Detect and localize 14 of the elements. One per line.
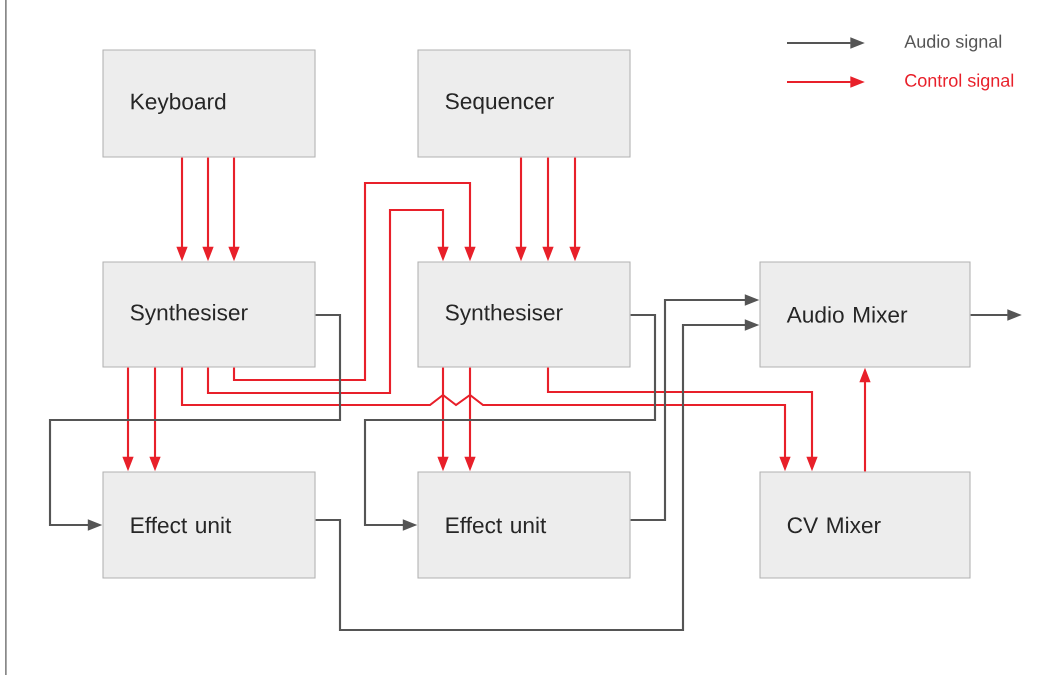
block-box: Sequencer [417,49,631,158]
block-box: Synthesiser [417,261,631,368]
block-box: Effect unit [417,471,631,579]
block-box: Effect unit [102,471,316,579]
arrow [48,313,342,531]
arrow [363,313,657,531]
block-box: Keyboard [102,49,316,158]
arrow [206,208,449,395]
block-box: Audio Mixer [759,261,971,368]
block-box: Synthesiser [102,261,316,368]
legend-label: Audio signal [904,34,1002,52]
arrow [232,181,476,382]
block-box: CV Mixer [759,471,971,579]
legend-label: Control signal [905,73,1014,91]
